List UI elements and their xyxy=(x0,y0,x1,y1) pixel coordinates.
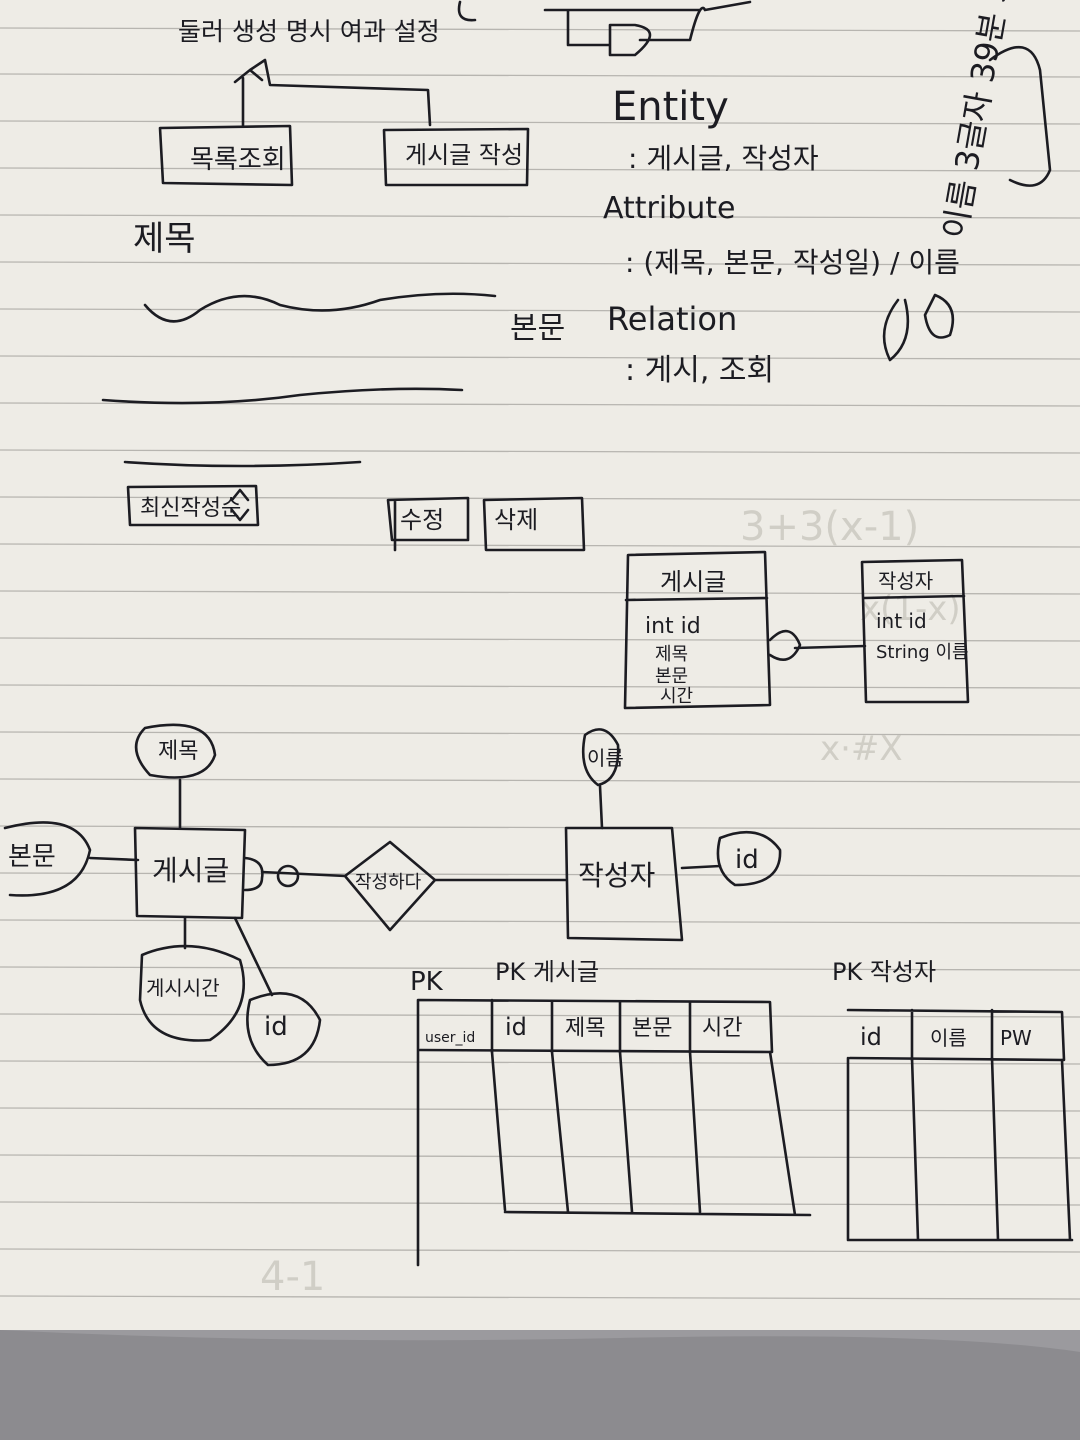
post-col-title: 제목 xyxy=(565,1016,605,1041)
post-col-id: id xyxy=(505,1013,527,1041)
author-col-name: 이름 xyxy=(930,1026,967,1050)
post-field-4: 시간 xyxy=(660,686,693,707)
post-field-1: int id xyxy=(645,614,701,639)
attr-body: 본문 xyxy=(8,842,56,872)
post-table-sketch: PK PK 게시글 user_id id 제목 본문 시간 xyxy=(410,958,812,1267)
arrow-connector xyxy=(233,58,432,127)
edit-button-label: 수정 xyxy=(400,506,444,534)
svg-text:3+3(x-1): 3+3(x-1) xyxy=(740,504,919,550)
attr-name: 이름 xyxy=(587,746,624,770)
relationship-label: 작성하다 xyxy=(355,872,422,893)
write-button-label: 게시글 작성 xyxy=(405,141,523,169)
top-note: 둘러 생성 명시 여과 설정 xyxy=(178,17,440,46)
post-field-3: 본문 xyxy=(655,666,688,687)
attr-posted-time: 게시시간 xyxy=(146,976,220,1000)
post-col-body: 본문 xyxy=(632,1016,672,1041)
post-col-time: 시간 xyxy=(702,1016,742,1041)
ruled-lines xyxy=(0,27,1080,1300)
delete-button-label: 삭제 xyxy=(494,506,538,534)
logic-gate-sketch xyxy=(457,0,752,57)
attr-post-id: id xyxy=(264,1012,288,1042)
author-table-sketch: PK 작성자 id 이름 PW xyxy=(832,958,1074,1242)
post-table-title: PK 게시글 xyxy=(495,958,599,986)
relation-heading: Relation xyxy=(607,300,737,338)
attr-title: 제목 xyxy=(158,739,198,764)
side-bracket xyxy=(988,45,1052,187)
attr-author-id: id xyxy=(735,845,759,875)
scribble xyxy=(882,293,955,362)
post-class-name: 게시글 xyxy=(660,568,726,596)
post-table-pk: PK xyxy=(410,967,444,997)
author-field-1: int id xyxy=(876,609,927,633)
title-label: 제목 xyxy=(133,219,196,259)
post-entity: 게시글 xyxy=(152,854,229,887)
relation-value: : 게시, 조회 xyxy=(625,353,774,388)
post-field-2: 제목 xyxy=(655,644,688,665)
entity-value: : 게시글, 작성자 xyxy=(628,142,819,175)
author-class-name: 작성자 xyxy=(878,569,933,593)
class-diagram: 게시글 int id 제목 본문 시간 작성자 int id String 이름 xyxy=(623,550,970,710)
attribute-value: : (제목, 본문, 작성일) / 이름 xyxy=(625,246,960,279)
author-table-title: PK 작성자 xyxy=(832,958,936,986)
author-col-id: id xyxy=(860,1023,882,1051)
ui-mock-sketch: 목록조회 게시글 작성 제목 본문 최신작성순 수정 삭제 xyxy=(101,124,586,552)
entity-heading: Entity xyxy=(612,84,729,130)
paper-sheet xyxy=(0,0,1080,1360)
body-label: 본문 xyxy=(510,311,565,346)
post-fk-col: user_id xyxy=(425,1030,475,1046)
author-field-2: String 이름 xyxy=(876,642,969,663)
author-entity: 작성자 xyxy=(578,859,655,892)
list-button-label: 목록조회 xyxy=(190,145,286,175)
attribute-heading: Attribute xyxy=(603,191,735,226)
author-col-pw: PW xyxy=(1000,1026,1032,1050)
er-diagram: 제목 게시글 본문 작성하다 작성자 이름 id 게시시간 id xyxy=(3,723,782,1067)
sort-select-label: 최신작성순 xyxy=(140,496,241,521)
svg-text:4-1: 4-1 xyxy=(260,1254,325,1300)
svg-text:x·#X: x·#X xyxy=(820,729,903,769)
